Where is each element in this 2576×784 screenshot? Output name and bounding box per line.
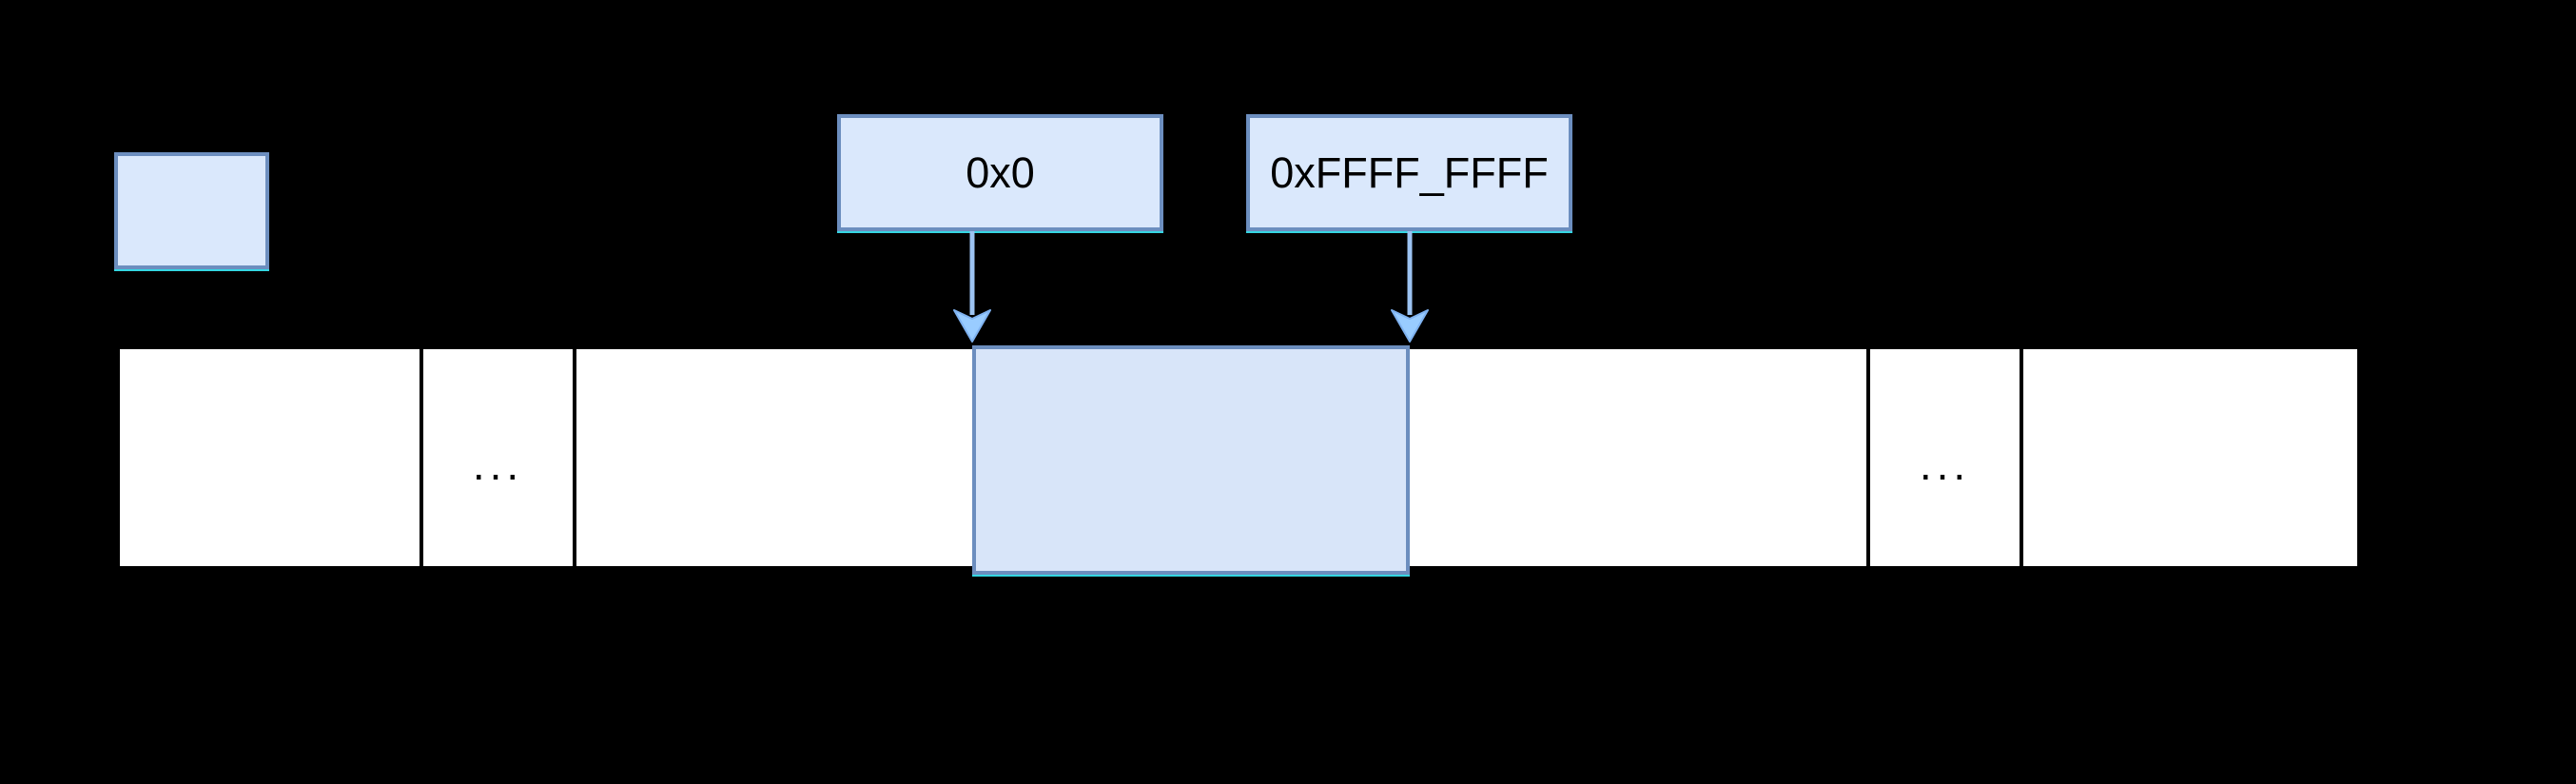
start-address-label: 0x0: [966, 147, 1035, 197]
bar-divider: [2020, 349, 2023, 566]
bar-segment-ellipsis-right: ...: [1919, 440, 1971, 489]
start-address-arrow-icon: [953, 231, 991, 343]
end-address-box: 0xFFFF_FFFF: [1246, 114, 1572, 233]
bar-segment-ellipsis-left: ...: [472, 440, 524, 489]
legend-swatch: [114, 152, 269, 271]
bar-divider: [420, 349, 423, 566]
highlighted-address-region: [972, 345, 1410, 577]
start-address-box: 0x0: [837, 114, 1163, 233]
bar-divider: [1866, 349, 1870, 566]
end-address-label: 0xFFFF_FFFF: [1270, 147, 1549, 197]
bar-divider: [573, 349, 576, 566]
end-address-arrow-icon: [1391, 231, 1429, 343]
